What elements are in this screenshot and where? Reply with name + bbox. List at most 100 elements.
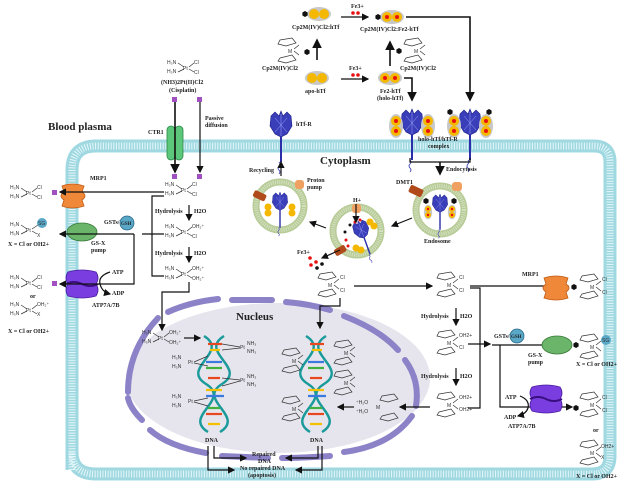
mrp1-left-pump (60, 183, 86, 209)
metallocene-marker (571, 284, 577, 290)
or-left-label: or (30, 294, 36, 300)
cp2mcl2-right (436, 271, 459, 298)
svg-text:X: X (37, 312, 41, 318)
svg-text:Cl: Cl (192, 234, 197, 240)
cp2m-left-molecule (277, 37, 300, 64)
cp2m-right-molecule (403, 37, 426, 64)
proton-pump-left (295, 180, 304, 189)
gst-right-label: GSTs/ (494, 334, 510, 340)
iron-ion (356, 73, 360, 77)
svg-text:X: X (37, 233, 41, 239)
no-repair-label-2: (apoptosis) (248, 472, 276, 479)
atp7-left-label: ATP7A/7B (92, 303, 120, 309)
dmt1-transporter (408, 185, 424, 197)
svg-text:H₃N: H₃N (172, 403, 182, 409)
metallocene-marker (573, 405, 579, 411)
cl-label: Cl (602, 277, 607, 283)
passive-diffusion-label-2: diffusion (205, 123, 228, 129)
svg-text:NH₃: NH₃ (247, 341, 256, 347)
svg-text:M: M (376, 405, 380, 411)
holo-complex-label-2: complex (428, 144, 449, 150)
sg-label: SG (602, 338, 609, 344)
passive-diffusion-label-1: Passive (205, 116, 224, 122)
x-definition-left-2: X = Cl or OH2+ (8, 329, 50, 335)
aqua-metallocene-nucleus: ⁺H₂O ⁺H₂O M (356, 393, 399, 422)
atp7-right-pump (529, 384, 563, 414)
x-definition-right-2: X = Cl or OH2+ (576, 474, 618, 480)
left-apoptosis-arrow (207, 446, 236, 474)
cp2mcl2-cytoplasm (317, 271, 340, 298)
metallocene-to-nucleus-arrow (316, 298, 341, 330)
gsx-right-label-2: pump (528, 360, 544, 366)
svg-text:NH₃: NH₃ (247, 382, 256, 388)
nucleus-label: Nucleus (236, 311, 274, 323)
holo-to-receptor-arrow (404, 77, 417, 102)
effluxed-metallocene-1 (579, 273, 602, 300)
svg-text:H₃N: H₃N (10, 222, 20, 228)
endosome-label: Endosome (424, 239, 451, 245)
cell-membrane (65, 139, 617, 481)
apo-htf-label: apo-hTf (305, 89, 327, 95)
diaqua-metallocene (436, 391, 459, 418)
atp-right-label: ATP (505, 395, 517, 401)
svg-text:H₃N: H₃N (142, 330, 152, 336)
water-label-2: H2O (194, 251, 207, 257)
metallocene-marker (304, 49, 310, 55)
svg-text:OH₂⁺: OH₂⁺ (169, 330, 181, 336)
cisplatin-formula: (NH3)2Pt(II)Cl2 (161, 79, 203, 86)
x-definition-left-1: X = Cl or OH2+ (8, 242, 50, 248)
iron-ion (351, 11, 355, 15)
svg-text:OH₂⁺: OH₂⁺ (192, 276, 204, 282)
fe3-mid-label: Fe3+ (349, 66, 362, 72)
svg-text:Pt: Pt (26, 308, 31, 314)
gsx-right-label-1: GS-X (528, 353, 543, 359)
dna-left-label: DNA (205, 438, 219, 444)
endocytosis-label: Endocytosis (446, 167, 477, 173)
oh2-label: OH2+ (601, 444, 614, 450)
cisplatin-name: (Cisplatin) (169, 87, 196, 94)
metallocene-sg-conjugate (579, 333, 602, 360)
svg-text:H₃N: H₃N (142, 339, 152, 345)
gsh-right-label: GSH (511, 335, 522, 340)
svg-text:H₃N: H₃N (165, 233, 175, 239)
atp7-left-efflux-arrow (58, 234, 135, 288)
cytoplasm-label: Cytoplasm (320, 155, 371, 167)
cl-label: Cl (602, 408, 607, 414)
metallocene-marker (375, 14, 381, 20)
cl-label: Cl (459, 345, 464, 351)
apo-htf-icon (305, 71, 329, 85)
acidified-endosome (329, 203, 385, 266)
iron-ion (351, 73, 355, 77)
sg-icon (601, 335, 611, 345)
hydrolysis-label-2: Hydrolysis (155, 251, 183, 257)
hydrolysis-label-3: Hydrolysis (421, 314, 449, 320)
svg-text:H₃N: H₃N (10, 302, 20, 308)
adp-left-label: ADP (112, 291, 125, 297)
cl-label: Cl (459, 288, 464, 294)
svg-text:OH₂⁺: OH₂⁺ (37, 302, 49, 308)
released-iron-ions (308, 256, 324, 270)
gsx-left-label-1: GS-X (91, 241, 106, 247)
endosome-acidify-arrow (390, 217, 413, 228)
holo-htf-label-1: Fe2-hTf (380, 89, 402, 95)
svg-text:NH₃: NH₃ (247, 349, 256, 355)
proton-pump-label-2: pump (307, 185, 323, 191)
recycling-endosome-arrow (308, 220, 327, 229)
svg-text:H₃N: H₃N (165, 224, 175, 230)
dmt1-left (252, 190, 267, 202)
metallocene-efflux-bracket (468, 287, 481, 409)
to-receptor-arrow (406, 16, 475, 102)
endosome (412, 182, 468, 239)
repaired-dna-label-1: Repaired (252, 452, 276, 458)
cp2m-left-label: Cp2M(IV)Cl2 (262, 65, 298, 72)
svg-text:Pt: Pt (181, 230, 186, 236)
mrp1-right-label: MRP1 (522, 272, 539, 278)
atp-hydrolysis-left-arrow (99, 271, 112, 297)
effluxed-metallocene-2 (579, 391, 602, 418)
gsx-right-pump (541, 335, 573, 355)
cp-fe-htf-complex-icon (380, 10, 404, 24)
oh2-label: OH2+ (459, 395, 472, 401)
